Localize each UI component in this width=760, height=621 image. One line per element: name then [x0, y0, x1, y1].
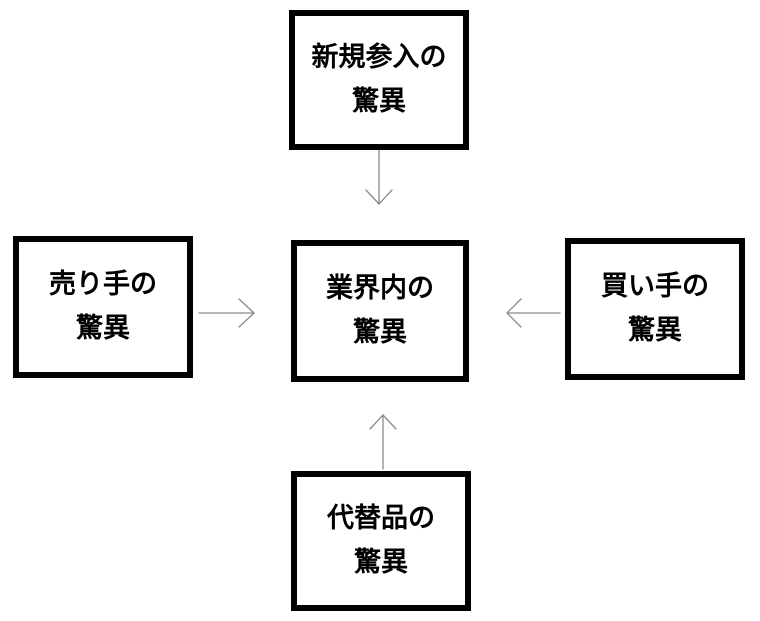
node-new-entrants-label: 新規参入の 驚異: [311, 42, 447, 117]
node-substitutes-label: 代替品の 驚異: [327, 503, 435, 578]
arrow-bottom-to-center: [369, 414, 397, 470]
node-new-entrants: 新規参入の 驚異: [289, 10, 469, 150]
node-substitutes: 代替品の 驚異: [291, 471, 471, 611]
node-buyers-label: 買い手の 驚異: [601, 271, 709, 346]
arrow-right-to-center: [506, 298, 561, 328]
node-industry-rivalry-label: 業界内の 驚異: [326, 273, 434, 348]
node-industry-rivalry: 業界内の 驚異: [291, 240, 469, 382]
arrow-top-to-center: [365, 149, 393, 205]
node-suppliers-label: 売り手の 驚異: [49, 269, 157, 344]
arrow-left-to-center: [198, 298, 255, 328]
node-buyers: 買い手の 驚異: [565, 238, 745, 380]
node-suppliers: 売り手の 驚異: [13, 236, 193, 378]
